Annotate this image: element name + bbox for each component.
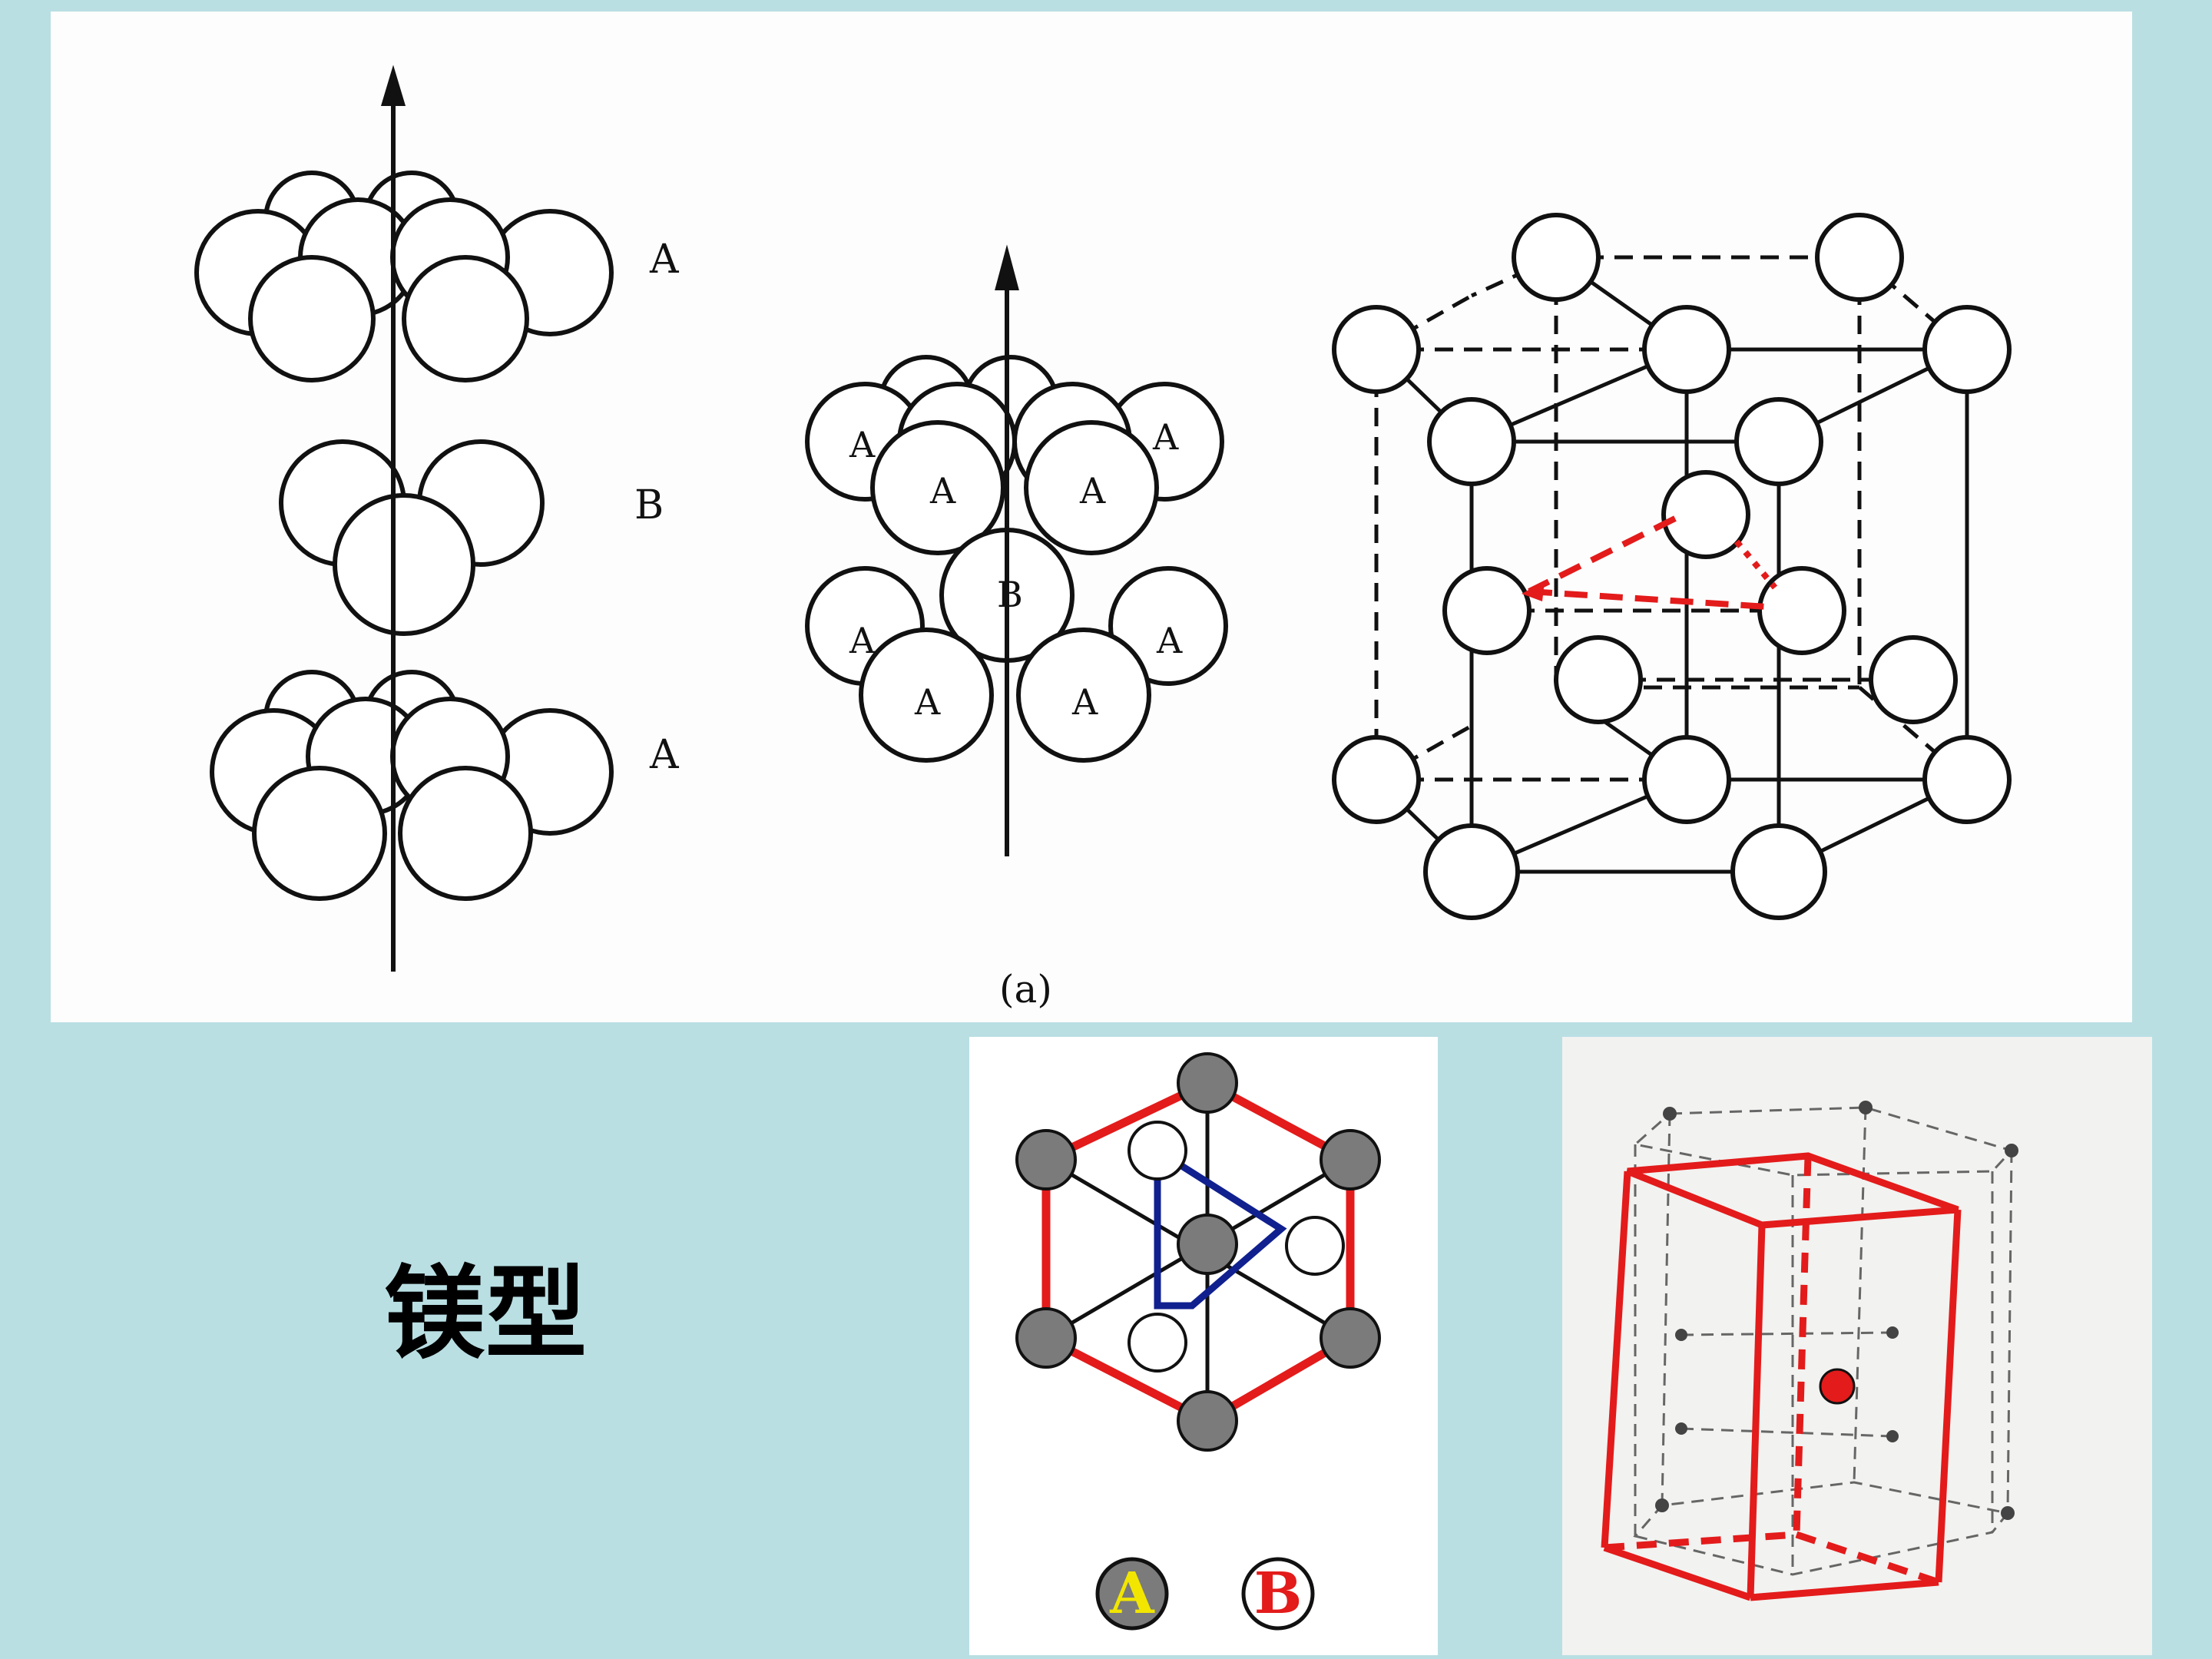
sphere-label-lower-4: A bbox=[1156, 620, 1183, 661]
layer-label-a-bottom: A bbox=[649, 732, 680, 778]
hex-prism-atoms bbox=[1332, 213, 2012, 920]
sphere-label-upper-4: A bbox=[1152, 416, 1179, 458]
sphere-label-lower-2: A bbox=[914, 681, 941, 723]
gray-lattice-points bbox=[1655, 1101, 2018, 1520]
legend-b-label: B bbox=[1254, 1561, 1303, 1627]
hex-top-view-panel: A B bbox=[969, 1037, 1438, 1655]
legend-a: A bbox=[1095, 1557, 1169, 1631]
left-layer-a-top bbox=[194, 171, 614, 382]
red-tetrahedral-hint bbox=[1528, 515, 1778, 610]
structure-caption: 镁型 bbox=[384, 1255, 587, 1373]
legend-a-label: A bbox=[1109, 1561, 1155, 1627]
sphere-label-upper-1: A bbox=[849, 424, 876, 465]
middle-stack bbox=[805, 355, 1228, 763]
middle-stack-arrowhead bbox=[995, 244, 1019, 290]
sphere-label-lower-3: A bbox=[1071, 681, 1098, 723]
layer-label-b: B bbox=[634, 482, 664, 528]
sphere-label-middle-b: B bbox=[997, 574, 1023, 615]
sphere-label-upper-3: A bbox=[1079, 470, 1106, 512]
top-diagram-panel: A B A A A A A B A A A A bbox=[51, 12, 2132, 1022]
legend-b: B bbox=[1241, 1557, 1315, 1631]
sphere-label-upper-2: A bbox=[929, 470, 956, 512]
hcp-stacking-diagram: A B A A A A A B A A A A bbox=[194, 65, 2012, 1012]
layer-a-atoms bbox=[1015, 1052, 1381, 1452]
left-layer-a-bottom bbox=[210, 670, 614, 901]
blue-rhombus bbox=[1154, 1144, 1287, 1310]
unit-cell-diagram bbox=[1601, 1101, 2018, 1601]
red-unit-cell bbox=[1601, 1152, 1962, 1601]
layer-b-atoms bbox=[1128, 1121, 1345, 1373]
legend-b-swatch bbox=[1241, 1557, 1315, 1631]
figure-sub-label: (a) bbox=[999, 967, 1052, 1012]
gray-hex-prism bbox=[1632, 1106, 2014, 1576]
hex-top-view-diagram: A B bbox=[1015, 1052, 1381, 1631]
legend-a-swatch bbox=[1095, 1557, 1169, 1631]
red-arrowhead bbox=[1522, 581, 1545, 601]
sphere-label-lower-1: A bbox=[849, 620, 876, 661]
left-layer-b bbox=[279, 439, 545, 636]
unit-cell-panel bbox=[1562, 1037, 2152, 1655]
layer-label-a-top: A bbox=[649, 237, 680, 283]
interior-atom-red bbox=[1819, 1368, 1856, 1405]
left-stack-arrowhead bbox=[380, 65, 406, 106]
